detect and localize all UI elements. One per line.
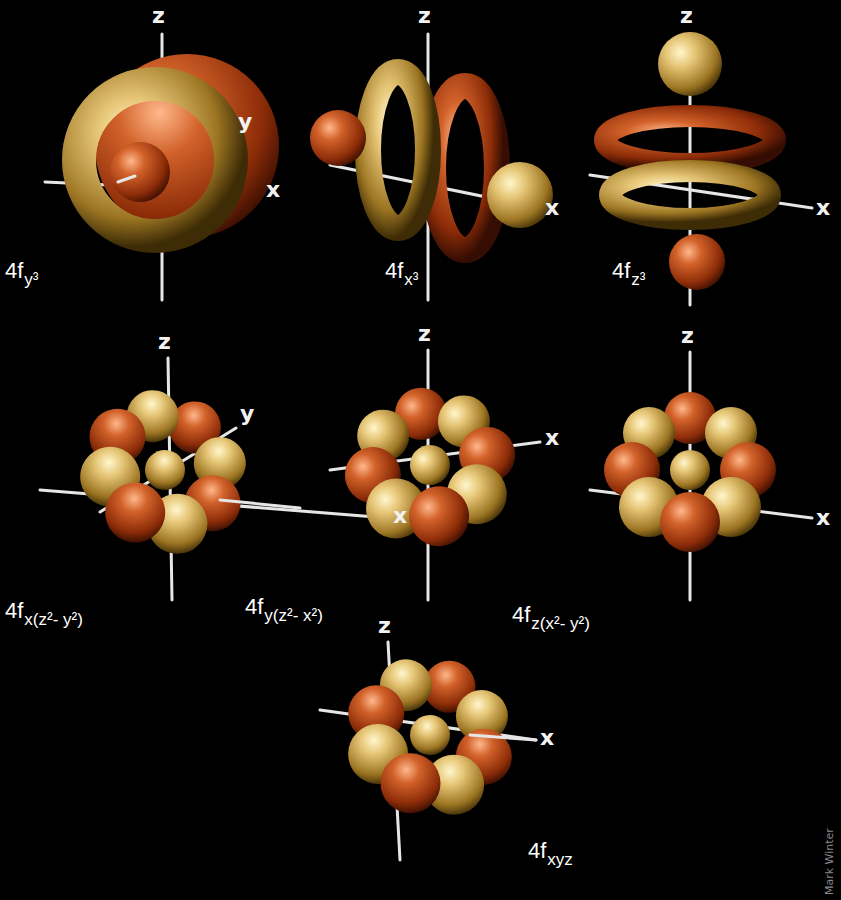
axis-label: z <box>152 4 165 28</box>
orbital-label: 4fy(z²- x²) <box>245 594 323 626</box>
orbital-label: 4fxyz <box>528 838 573 870</box>
orbital-subscript: y³ <box>24 270 38 290</box>
axis-label: x <box>393 504 407 528</box>
axis-label: x <box>266 178 280 202</box>
orbital-label: 4fz³ <box>612 258 646 290</box>
axis-label: x <box>816 506 830 530</box>
orbital-subscript: x³ <box>404 270 418 290</box>
orbital-label: 4fy³ <box>5 258 39 290</box>
orbital-name: 4f <box>528 838 546 864</box>
orbital-label: 4fx³ <box>385 258 419 290</box>
orbital-name: 4f <box>245 594 263 620</box>
orbital-name: 4f <box>5 598 23 624</box>
axis-label: x <box>540 726 554 750</box>
axis-label: z <box>378 614 391 638</box>
axis-label: z <box>681 324 694 348</box>
orbital-name: 4f <box>385 258 403 284</box>
orbital-subscript: x(z²- y²) <box>24 610 83 630</box>
axis-label: x <box>816 196 830 220</box>
orbital-subscript: y(z²- x²) <box>264 606 323 626</box>
watermark: Mark Winter <box>823 828 836 895</box>
orbital-subscript: xyz <box>547 850 573 870</box>
axis-label: y <box>238 110 252 134</box>
axis-label: y <box>240 402 254 426</box>
orbital-label: 4fz(x²- y²) <box>512 602 590 634</box>
orbital-name: 4f <box>612 258 630 284</box>
axis-label: x <box>545 426 559 450</box>
orbital-name: 4f <box>512 602 530 628</box>
axis-label: z <box>680 4 693 28</box>
axis-label: x <box>545 196 559 220</box>
axis-label: z <box>418 4 431 28</box>
axis-label: z <box>158 330 171 354</box>
axis-label: z <box>418 322 431 346</box>
orbital-label: 4fx(z²- y²) <box>5 598 83 630</box>
orbital-subscript: z(x²- y²) <box>531 614 590 634</box>
orbital-name: 4f <box>5 258 23 284</box>
orbital-subscript: z³ <box>631 270 645 290</box>
